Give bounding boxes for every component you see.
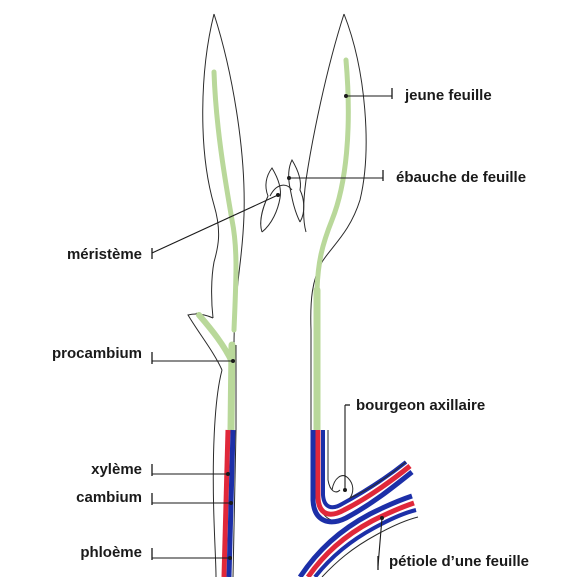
side-leaf-procambium (199, 315, 232, 362)
label-text: méristème (67, 246, 142, 263)
label-text: cambium (76, 489, 142, 506)
left-leaf-outline (203, 14, 219, 318)
label-text: phloème (80, 544, 142, 561)
apical-meristem (261, 160, 304, 232)
label-jeune-feuille: jeune feuille (344, 87, 492, 104)
label-text: procambium (52, 345, 142, 362)
label-ebauche-de-feuille: ébauche de feuille (287, 169, 526, 186)
label-text: pétiole d’une feuille (389, 553, 529, 570)
label-text: ébauche de feuille (396, 169, 526, 186)
label-text: xylème (91, 461, 142, 478)
stem-left-procambium (231, 345, 232, 430)
leader-line (152, 195, 278, 253)
label-text: bourgeon axillaire (356, 397, 485, 414)
label-xyleme: xylème (91, 461, 230, 478)
label-procambium: procambium (52, 345, 235, 364)
right-leaf-and-stem (300, 14, 418, 577)
label-meristeme: méristème (67, 193, 280, 263)
meristem-dome (270, 185, 292, 196)
right-leaf-procambium (317, 60, 348, 290)
left-leaf-inner-outline (214, 14, 244, 345)
label-bourgeon-axillaire: bourgeon axillaire (343, 397, 485, 492)
label-text: jeune feuille (404, 87, 492, 104)
label-cambium: cambium (76, 489, 233, 506)
left-leaf-and-stem (188, 14, 244, 577)
label-phloeme: phloème (80, 544, 232, 561)
left-leaf-procambium (214, 72, 236, 330)
primordium-left (261, 168, 281, 232)
primordium-right (289, 160, 304, 222)
label-petiole: pétiole d’une feuille (378, 516, 529, 570)
